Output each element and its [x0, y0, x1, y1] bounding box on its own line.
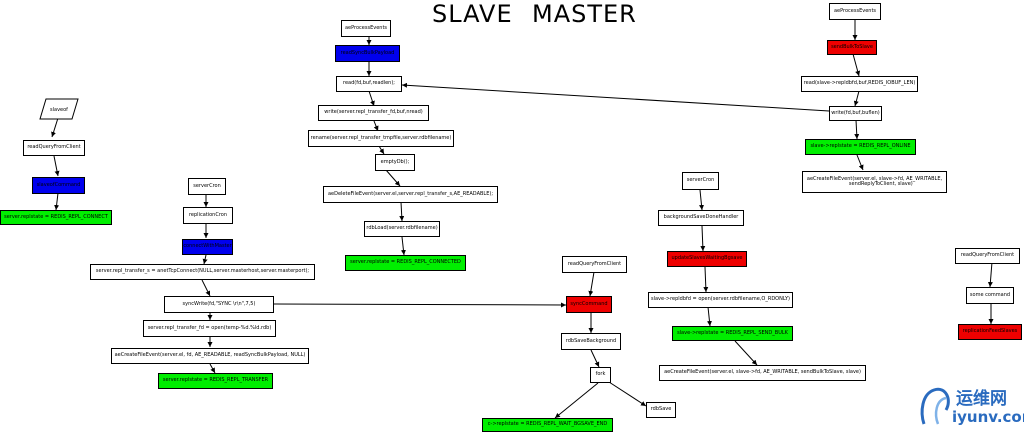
- m-sendbulktoslave-node: sendBulkToSlave: [827, 40, 877, 55]
- s-connectwithmaster-node: connectWithMaster: [182, 239, 233, 255]
- m-replstate-waitbgsave-node: c->replstate = REDIS_REPL_WAIT_BGSAVE_EN…: [482, 418, 613, 432]
- m-replstate-sendbulk-node: slave->replstate = REDIS_REPL_SEND_BULK: [672, 326, 793, 341]
- s-replstate-connected-node: server.replstate = REDIS_REPL_CONNECTED: [345, 255, 466, 271]
- m-write-node: write(fd,buf,buflen): [829, 106, 882, 121]
- watermark: 运维网 iyunv.com: [916, 382, 1024, 432]
- s-read-node: read(fd,buf,readlen);: [336, 76, 402, 92]
- s-readqueryfromclient-node: readQueryFromClient: [23, 140, 85, 156]
- s-write-node: write(server.repl_transfer_fd,buf,nread): [318, 105, 429, 121]
- watermark-chinese-text: 运维网: [956, 389, 1007, 409]
- s-aecreatefileevent-node: aeCreateFileEvent(server.el, fd, AE_READ…: [111, 348, 309, 364]
- m-somecommand-node: some command: [966, 287, 1014, 304]
- m-readqueryfromclient2-node: readQueryFromClient: [955, 248, 1020, 264]
- m-fork-node: fork: [590, 367, 611, 383]
- slave-heading: SLAVE: [432, 0, 513, 28]
- m-readqueryfromclient-node: readQueryFromClient: [562, 256, 627, 273]
- s-readsyncbulkpayload-node: readSyncBulkPayload: [335, 45, 400, 62]
- s-slaveofcommand-node: slaveofCommand: [32, 177, 85, 194]
- s-syncwrite-node: syncWrite(fd,"SYNC \r\n",7,5): [164, 296, 274, 313]
- slaveof-parallelogram: slaveof: [39, 98, 79, 120]
- master-heading: MASTER: [532, 0, 637, 28]
- s-rdbload-node: rdbLoad(server.rdbfilename): [364, 221, 440, 237]
- m-open-node: slave->repldbfd = open(server.rdbfilenam…: [648, 292, 793, 308]
- s-replstate-transfer-node: server.replstate = REDIS_REPL_TRANSFER: [158, 373, 273, 389]
- s-servercron-node: serverCron: [188, 178, 226, 195]
- m-aeprocessevents-node: aeProcessEvents: [829, 3, 881, 20]
- s-aeprocessevents-node: aeProcessEvents: [341, 20, 391, 37]
- m-updateslaveswaitingbgsave-node: updateSlavesWaitingBgsave: [667, 251, 747, 267]
- m-aecreatefileevent2-node: aeCreateFileEvent(server.el, slave->fd, …: [659, 365, 866, 381]
- s-replicationcron-node: replicationCron: [183, 207, 233, 224]
- s-rename-node: rename(server.repl_transfer_tmpfile,serv…: [308, 130, 454, 147]
- s-open-node: server.repl_transfer_fd = open(temp-%d.%…: [143, 320, 276, 337]
- m-replstate-online-node: slave->replstate = REDIS_REPL_ONLINE: [805, 139, 916, 155]
- m-servercron-node: serverCron: [682, 172, 719, 190]
- m-aecreatefileevent-node: aeCreateFileEvent(server.el, slave->fd, …: [802, 171, 947, 193]
- m-rdbsave-node: rdbSave: [646, 402, 676, 418]
- slaveof-label: slaveof: [50, 107, 68, 113]
- s-anettcpconnect-node: server.repl_transfer_s = anetTcpConnect(…: [90, 264, 315, 280]
- watermark-url-text: iyunv.com: [952, 408, 1024, 426]
- m-rdbsavebackground-node: rdbSaveBackground: [561, 333, 621, 350]
- s-replstate-connect-node: server.replstate = REDIS_REPL_CONNECT: [0, 210, 112, 225]
- watermark-logo-icon: [920, 387, 950, 425]
- m-backgroundsavedonehandler-node: backgroundSaveDoneHandler: [658, 210, 744, 226]
- m-replicationfeedslaves-node: replicationFeedSlaves: [958, 324, 1022, 340]
- m-synccommand-node: syncCommand: [566, 296, 612, 313]
- s-emptydb-node: emptyDb();: [375, 154, 415, 171]
- s-aedeletefileevent-node: aeDeleteFileEvent(server.el,server.repl_…: [323, 186, 498, 203]
- m-read-node: read(slave->repldbfd,buf,REDIS_IOBUF_LEN…: [801, 76, 918, 92]
